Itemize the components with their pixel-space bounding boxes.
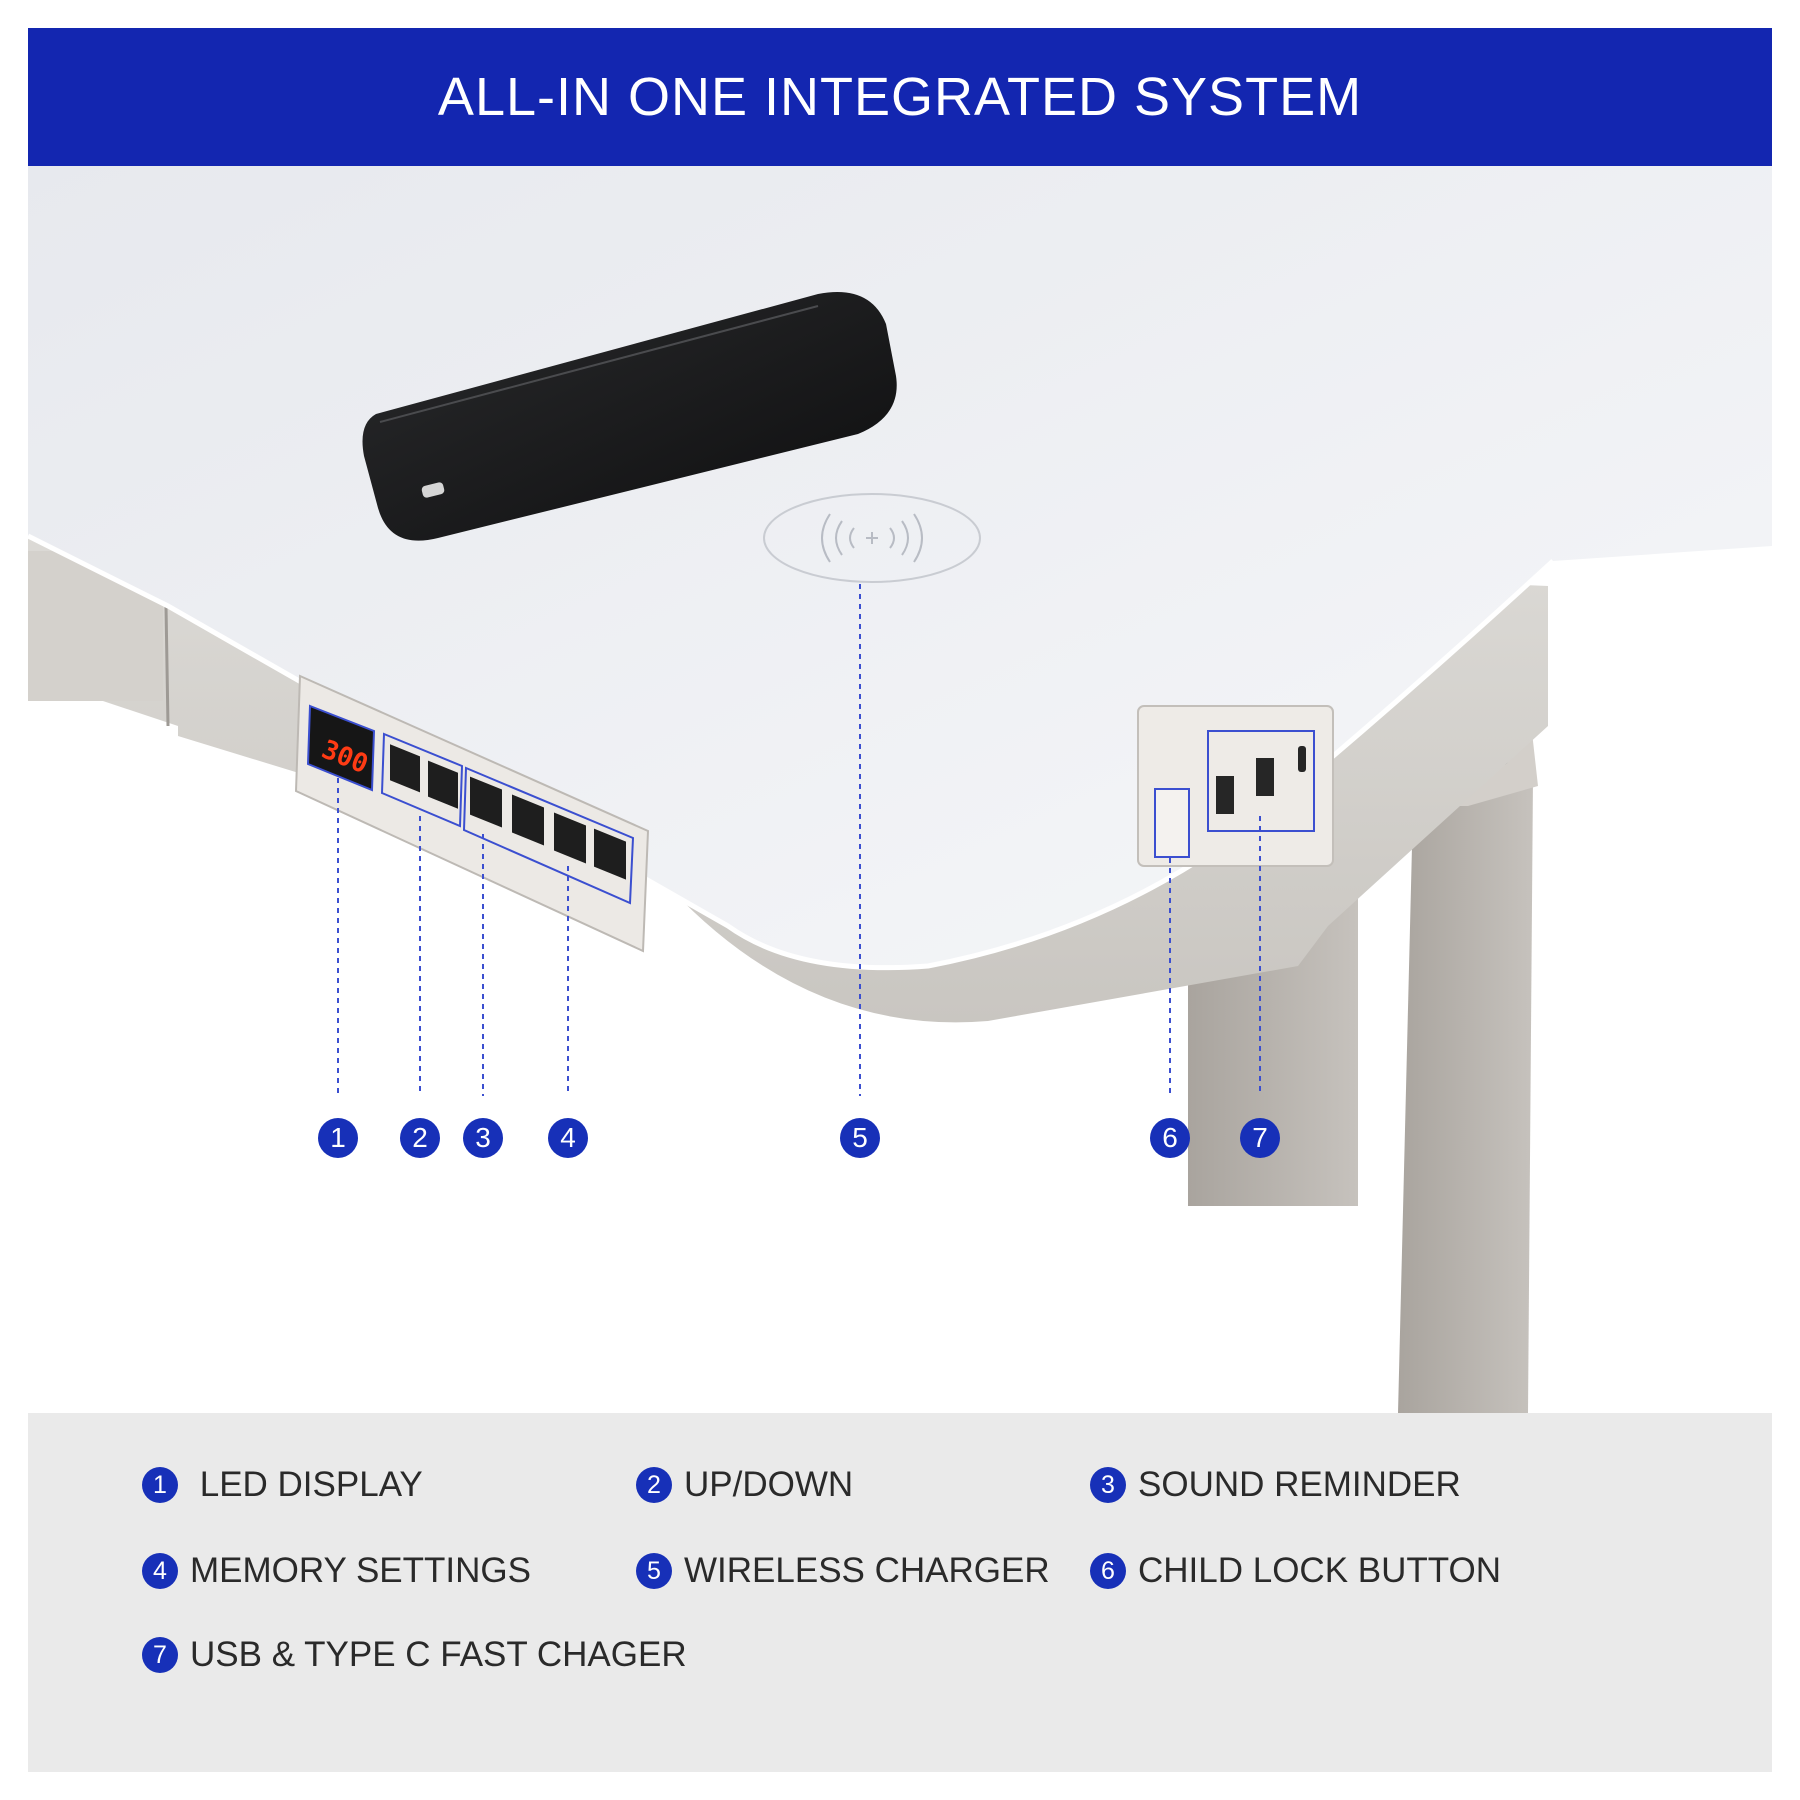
memory-button-m3[interactable] [594, 828, 626, 880]
legend-item-usb-charger: 7 USB & TYPE C FAST CHAGER [142, 1635, 687, 1675]
callout-4: 4 [548, 1118, 588, 1158]
updown-group-frame [380, 732, 464, 828]
feature-legend: 1 LED DISPLAY 2 UP/DOWN 3 SOUND REMINDER… [28, 1413, 1772, 1772]
sound-button[interactable] [470, 776, 502, 828]
memory-button-m2[interactable] [554, 812, 586, 864]
wireless-charger-pad[interactable] [763, 493, 981, 583]
memory-group-frame [462, 766, 635, 905]
callout-5: 5 [840, 1118, 880, 1158]
callout-1: 1 [318, 1118, 358, 1158]
led-display-frame [306, 704, 376, 792]
legend-label: LED DISPLAY [190, 1465, 423, 1504]
callout-6: 6 [1150, 1118, 1190, 1158]
legend-item-sound-reminder: 3 SOUND REMINDER [1090, 1465, 1461, 1505]
legend-label: SOUND REMINDER [1138, 1465, 1461, 1504]
desk-scene: 300 [28, 166, 1772, 1413]
legend-label: MEMORY SETTINGS [190, 1551, 531, 1590]
usb-port-a-2[interactable] [1256, 758, 1274, 796]
callout-2: 2 [400, 1118, 440, 1158]
down-button[interactable] [428, 760, 458, 809]
wireless-charge-icon [821, 513, 923, 563]
legend-badge: 5 [636, 1553, 672, 1589]
desk-leg-main [1398, 776, 1533, 1413]
legend-badge: 6 [1090, 1553, 1126, 1589]
callout-leader-lines [337, 584, 1261, 1096]
desk-top-rim [28, 533, 1555, 971]
product-infographic: ALL-IN ONE INTEGRATED SYSTEM [28, 28, 1772, 1772]
legend-item-led-display: 1 LED DISPLAY [142, 1465, 423, 1505]
header-banner: ALL-IN ONE INTEGRATED SYSTEM [28, 28, 1772, 166]
up-button[interactable] [390, 744, 420, 793]
drawer-seam [164, 605, 170, 727]
legend-label: UP/DOWN [684, 1465, 854, 1504]
callout-3: 3 [463, 1118, 503, 1158]
usb-port-a-1[interactable] [1216, 776, 1234, 814]
callout-7: 7 [1240, 1118, 1280, 1158]
usb-port-c[interactable] [1298, 746, 1306, 772]
legend-label: WIRELESS CHARGER [684, 1551, 1050, 1590]
legend-badge: 2 [636, 1467, 672, 1503]
desk-illustration: 300 [28, 166, 1772, 1413]
memory-button-m1[interactable] [512, 794, 544, 846]
legend-badge: 4 [142, 1553, 178, 1589]
legend-badge: 3 [1090, 1467, 1126, 1503]
smartphone [362, 292, 897, 541]
legend-label: USB & TYPE C FAST CHAGER [190, 1635, 687, 1674]
page-title: ALL-IN ONE INTEGRATED SYSTEM [437, 67, 1363, 127]
legend-item-memory-settings: 4 MEMORY SETTINGS [142, 1551, 531, 1591]
legend-item-wireless-charger: 5 WIRELESS CHARGER [636, 1551, 1050, 1591]
legend-item-up-down: 2 UP/DOWN [636, 1465, 853, 1505]
phone-charging-port [421, 482, 445, 498]
legend-label: CHILD LOCK BUTTON [1138, 1551, 1502, 1590]
legend-badge: 7 [142, 1637, 178, 1673]
legend-item-child-lock: 6 CHILD LOCK BUTTON [1090, 1551, 1501, 1591]
child-lock-button[interactable] [1154, 788, 1190, 858]
legend-badge: 1 [142, 1467, 178, 1503]
